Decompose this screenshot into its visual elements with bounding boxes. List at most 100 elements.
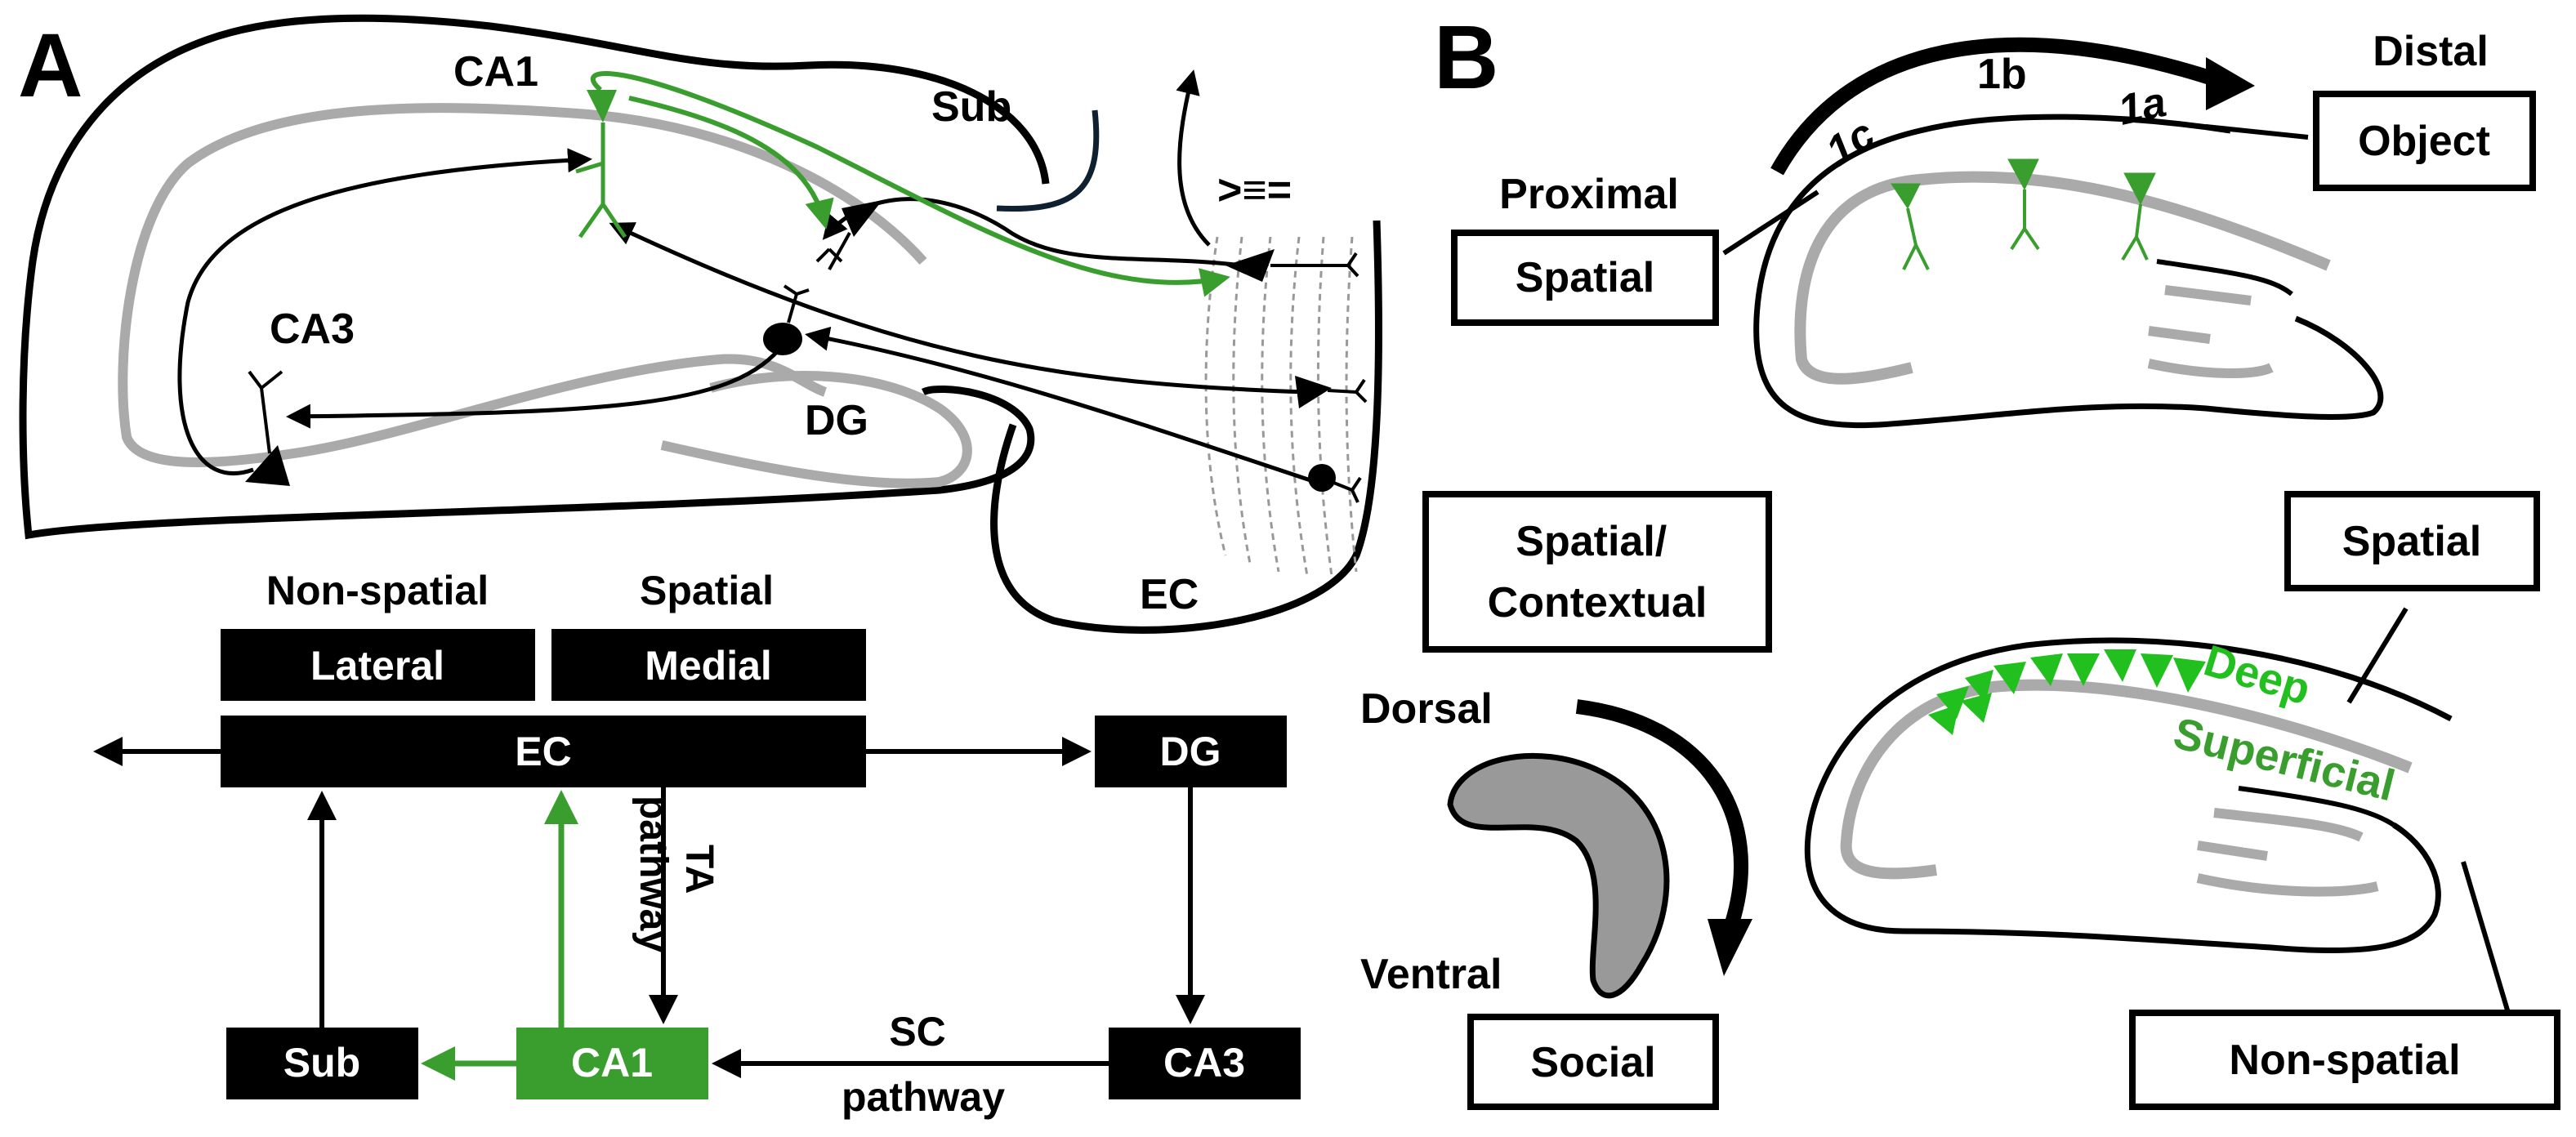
sc-pathway-label: SC pathway	[842, 1009, 1005, 1120]
dg-granule-neuron	[763, 284, 810, 355]
object-box	[2313, 91, 2536, 191]
spatial-leader-line	[1722, 190, 1819, 256]
medial-ec-box	[551, 629, 866, 701]
ta-pathway-line-1: TA	[677, 845, 721, 894]
bottom-dg-layer-3	[2197, 840, 2268, 861]
ec-to-dg-arrow	[805, 326, 1316, 484]
ca1-neuron-1a	[2121, 172, 2156, 261]
ca1-to-sub-green-projection	[628, 96, 834, 230]
top-dg-layer-2	[2164, 285, 2252, 305]
spatial-deep-box-label: Spatial	[2342, 518, 2482, 565]
dorsal-ventral-arrowhead	[1708, 919, 1752, 976]
sc-pathway-line-1: SC	[889, 1009, 945, 1055]
ta-pathway-line-2: pathway	[632, 796, 675, 952]
ec-layers-label: >≡=	[1217, 167, 1292, 214]
non-spatial-superficial-leader	[2461, 861, 2511, 1014]
ec-output-arrow	[1176, 69, 1211, 247]
subfield-1b-label: 1b	[1977, 51, 2027, 98]
proximal-distal-hippocampus: 1c 1b 1a Distal Object Proximal Spatial	[1451, 28, 2536, 429]
sc-pathway-line-2: pathway	[842, 1074, 1005, 1120]
sub-box	[226, 1028, 418, 1099]
non-spatial-superficial-box	[2129, 1010, 2560, 1110]
ca3-label: CA3	[270, 305, 355, 353]
ca1-to-ec-green-projection	[590, 71, 1230, 297]
panel-a: A	[18, 14, 1382, 1120]
dorsal-ventral-arrow	[1575, 699, 1749, 925]
ca3-box-label: CA3	[1163, 1040, 1245, 1086]
dg-to-ca3-mossy	[286, 341, 786, 429]
ca-pyramidal-layer	[118, 103, 927, 468]
deep-neuron-1	[1936, 686, 1969, 719]
social-box-label: Social	[1530, 1039, 1655, 1086]
dg-label: DG	[805, 397, 868, 444]
sub-box-label: Sub	[283, 1040, 360, 1086]
spatial-header: Spatial	[640, 568, 774, 613]
bottom-dg-layer-4	[2196, 873, 2379, 897]
ec-label: EC	[1140, 571, 1199, 618]
object-box-label: Object	[2358, 118, 2490, 165]
proximal-spatial-box-label: Spatial	[1516, 254, 1655, 301]
top-dg-layer-3	[2148, 326, 2211, 344]
ta-pathway-label: TA pathway	[632, 796, 721, 952]
sub-label: Sub	[931, 83, 1011, 131]
bottom-hippocampus-outline	[1804, 637, 2453, 954]
ventral-label: Ventral	[1360, 951, 1502, 998]
lateral-ec-label: Lateral	[310, 643, 444, 689]
lateral-ec-box	[221, 629, 535, 701]
spatial-deep-box	[2284, 491, 2540, 591]
spatial-contextual-box	[1422, 491, 1772, 653]
superficial-neuron-1	[1928, 704, 1959, 735]
ec-outline	[990, 220, 1382, 634]
ec-stellate-neuron	[1308, 464, 1362, 503]
subiculum-line	[996, 109, 1100, 212]
ca1-pyramidal-neuron	[575, 90, 627, 239]
proximal-distal-arrow	[1770, 37, 2225, 176]
ec-box	[221, 716, 866, 787]
ca1-neuron-1c	[1891, 183, 1930, 270]
ca1-label: CA1	[453, 48, 538, 96]
hippocampus-longitudinal-shape	[1447, 752, 1670, 999]
ca3-to-ca1-schaffer	[177, 148, 592, 475]
ec-box-label: EC	[515, 729, 571, 774]
panel-b-letter: B	[1434, 7, 1498, 108]
ec-layer-lines	[1204, 236, 1358, 577]
deep-neuron-8	[2173, 658, 2206, 693]
hippocampus-outline	[19, 14, 1050, 540]
spatial-contextual-line-2: Contextual	[1488, 579, 1708, 626]
top-ca-layer	[1794, 171, 2331, 385]
superficial-neuron-2	[1961, 693, 1992, 723]
non-spatial-header: Non-spatial	[266, 568, 489, 613]
dorsal-ventral-axis: Spatial/ Contextual Dorsal Ventral Socia…	[1360, 491, 1772, 1110]
deep-neuron-3	[1993, 662, 2026, 694]
medial-ec-label: Medial	[645, 643, 772, 689]
bottom-dg-layer-2	[2213, 808, 2364, 842]
deep-neuron-6	[2104, 649, 2136, 682]
proximal-distal-arrowhead	[2206, 57, 2255, 110]
panel-a-letter: A	[18, 16, 83, 116]
bottom-dg-layer-1	[2238, 786, 2395, 827]
circuit-flow-diagram: Non-spatial Spatial Lateral Medial EC DG…	[93, 568, 1301, 1120]
subfield-1a-label: 1a	[2114, 78, 2171, 135]
subfield-1c-label: 1c	[1818, 110, 1883, 176]
ec-layer-ii-neuron	[1295, 376, 1368, 408]
ca3-box	[1109, 1028, 1301, 1099]
ca1-box	[516, 1028, 708, 1099]
deep-neuron-5	[2067, 653, 2100, 686]
ec-layer-iii-neuron	[1225, 249, 1359, 282]
spatial-deep-leader	[2346, 607, 2409, 704]
sub-neuron	[815, 200, 882, 270]
panel-b: B 1c	[1360, 7, 2560, 1110]
spatial-contextual-line-1: Spatial/	[1516, 518, 1667, 565]
deep-superficial-hippocampus: Spatial Deep Superficial Non-spatial	[1804, 491, 2560, 1110]
dorsal-label: Dorsal	[1360, 685, 1493, 733]
distal-label: Distal	[2373, 28, 2489, 75]
deep-neuron-7	[2141, 653, 2173, 688]
top-dg-layer-1	[2156, 259, 2293, 297]
object-leader-line	[2205, 124, 2309, 140]
spatial-contextual-label: Spatial/ Contextual	[1488, 518, 1708, 626]
superficial-ca1-neurons	[1928, 693, 1992, 735]
ca1-box-label: CA1	[571, 1040, 653, 1086]
social-box	[1467, 1014, 1719, 1110]
dg-box-label: DG	[1160, 729, 1221, 774]
